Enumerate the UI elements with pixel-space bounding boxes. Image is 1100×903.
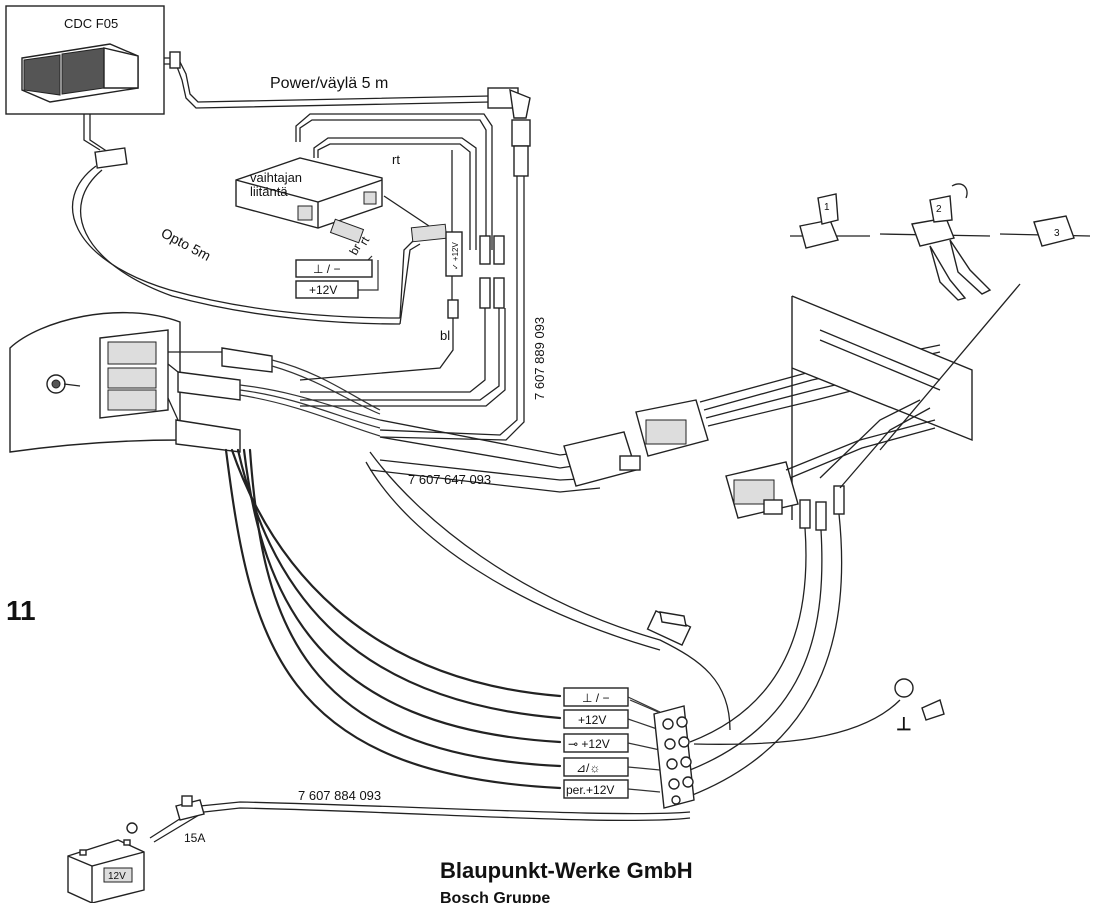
battery-cable: 7 607 884 093 15A: [126, 788, 691, 845]
clip-step-3: 3: [1054, 228, 1060, 239]
power-bus-label: Power/väylä 5 m: [270, 75, 388, 92]
power-wires: [224, 448, 659, 790]
clip-step-1: 1: [824, 202, 830, 213]
head-unit: [9, 311, 181, 453]
changer-label: CDC F05: [64, 16, 118, 31]
footer-company: Blaupunkt-Werke GmbH: [440, 858, 693, 883]
terminal-plus12-label: +12V: [578, 713, 606, 727]
vehicle-panel: [791, 295, 973, 520]
opto-label: Opto 5m: [159, 225, 214, 264]
small-plus12-terminal: +12V: [309, 283, 337, 297]
vehicle-connector: [689, 399, 936, 797]
terminal-illumination-label: ⊿/☼: [576, 761, 600, 775]
fuse-rating: 15A: [184, 831, 205, 845]
terminal-labels: ⊥ / − +12V ⊸ +12V ⊿/☼ per.+12V: [563, 687, 661, 799]
battery-label: 12V: [108, 871, 126, 882]
wire-rt-label: rt: [392, 152, 400, 167]
harness-part-number: 7 607 647 093: [408, 472, 491, 487]
main-harness: 7 607 647 093: [369, 344, 941, 493]
power-bus-cable: Power/väylä 5 m: [164, 51, 531, 441]
ground-symbol: ⊥: [896, 714, 912, 734]
terminal-ignition-label: ⊸ +12V: [568, 737, 610, 751]
terminal-block: [653, 705, 695, 809]
figure-number: 11: [6, 595, 36, 626]
ground-lead: ⊥: [693, 678, 945, 745]
wire-bl-label: bl: [440, 328, 450, 343]
terminal-permanent-label: per.+12V: [566, 783, 614, 797]
opto-cable: Opto 5m: [71, 114, 421, 325]
battery-cable-part: 7 607 884 093: [298, 788, 381, 803]
footer-group: Bosch Gruppe: [440, 890, 550, 903]
inline-connector: [365, 451, 731, 731]
small-ground-terminal: ⊥ / −: [313, 262, 340, 276]
changer-interface: vaihtajan liitäntä rt br ⊥ / − +12V: [235, 157, 448, 299]
harness-connectors: [167, 347, 381, 453]
interface-label-line1: vaihtajan: [250, 170, 302, 185]
interface-label-line2: liitäntä: [250, 184, 288, 199]
cd-changer: CDC F05: [5, 5, 165, 115]
ignition-fuse-tag: ✓ +12V: [451, 242, 460, 270]
clip-step-2: 2: [936, 204, 942, 215]
battery: 12V: [67, 839, 145, 903]
loop-cables: rt ✓ +12V bl: [295, 113, 506, 407]
adapter-part-number: 7 607 889 093: [532, 317, 547, 400]
clip-steps: 1 2 3: [790, 183, 1091, 451]
terminal-ground-label: ⊥ / −: [582, 691, 609, 705]
